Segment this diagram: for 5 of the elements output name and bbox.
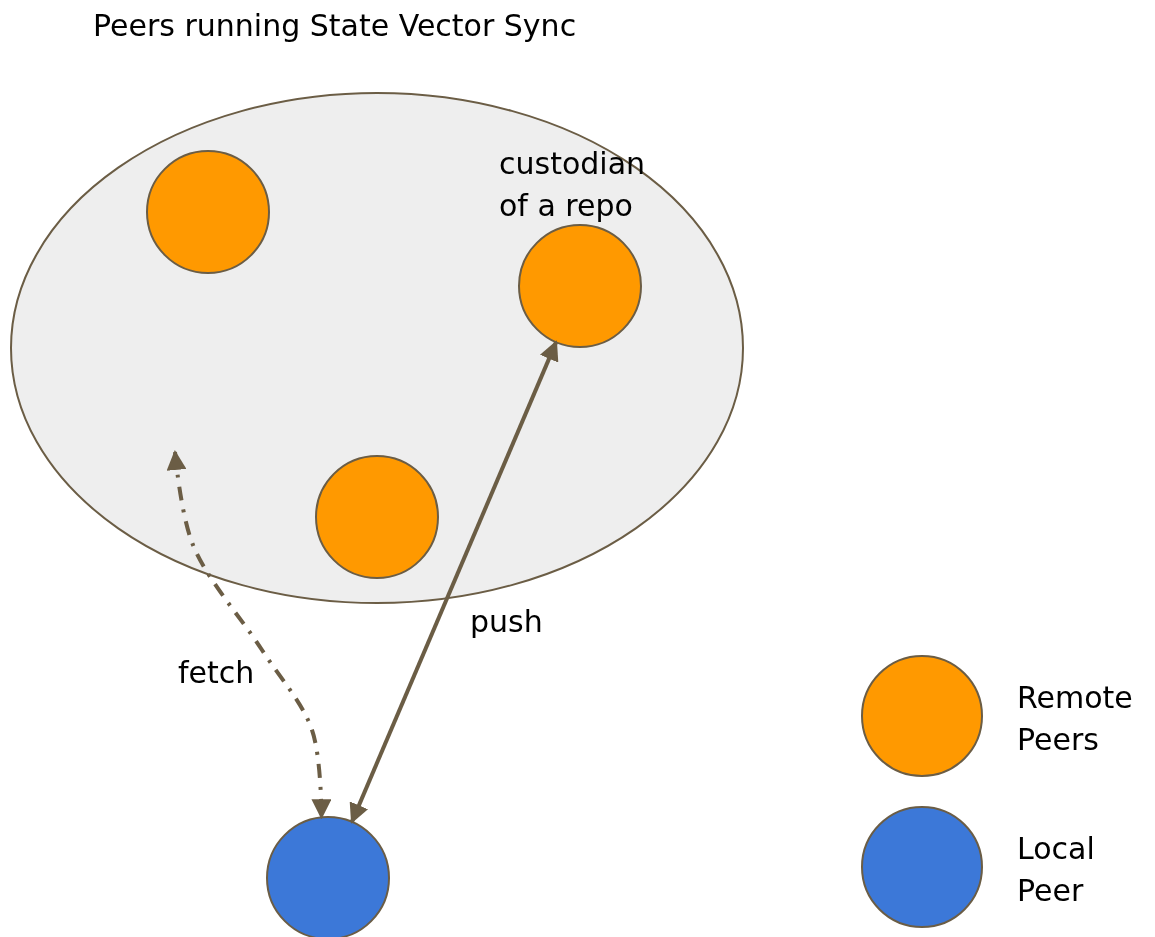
arrow	[349, 340, 559, 824]
diagram-title: Peers running State Vector Sync	[93, 7, 577, 45]
legend-label: Remote Peers	[1017, 679, 1134, 759]
arrow	[166, 450, 332, 820]
legend-label: Local Peer	[1017, 830, 1096, 910]
